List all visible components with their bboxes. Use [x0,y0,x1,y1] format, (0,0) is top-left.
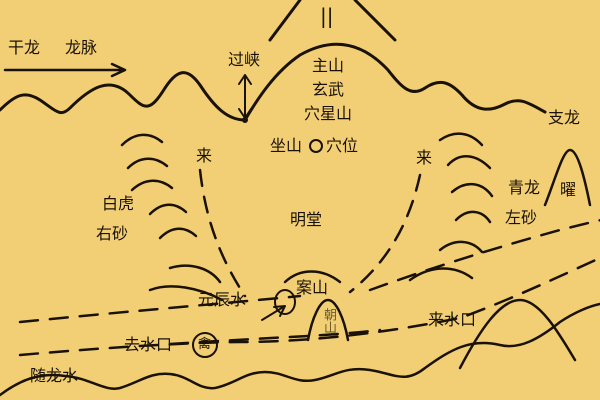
right-water-dashed [368,218,600,292]
bai-hu-hills [120,133,224,302]
qin-label: 禽 [198,337,212,352]
an-shan-label: 案山 [296,278,329,297]
chao-shan-label: 朝山 [321,308,336,334]
an-shan-hill [283,270,342,284]
water-line-mid [168,328,382,346]
zuo-shan-label: 坐山 [270,136,303,155]
water-line-upper [18,294,302,324]
chao-shan-hill [306,298,350,342]
gan-long-arrow [3,62,127,78]
zhi-long-label: 支龙 [548,108,581,127]
you-sha-label: 右砂 [96,224,129,243]
yuan-chen-shui-arrow [261,305,286,321]
lai-shui-kou-label: 来水口 [428,310,477,329]
qing-long-hills [408,132,494,282]
guo-xia-arrow [238,74,252,119]
guo-xia-label: 过峡 [228,50,261,69]
xue-wei-label: 穴位 [326,136,359,155]
xue-xing-shan-label: 穴星山 [304,104,353,123]
qu-shui-kou-label: 去水口 [124,335,173,354]
sui-long-shui-label: 随龙水 [30,366,79,385]
zhu-shan-label: 主山 [312,56,345,75]
lai-right-dashed [348,173,422,294]
yao-hill [543,148,592,207]
top-mark-label: || [320,4,334,28]
guo-xia-point [242,117,248,123]
water-line-lower [18,256,600,357]
qin-circle [192,332,218,358]
lai-right-label: 来 [416,148,433,167]
ming-tang-label: 明堂 [290,210,323,229]
bottom-right-hill [458,298,577,370]
bottom-ridge [0,302,600,397]
top-peak [268,0,397,42]
yuan-chen-shui-label: 元辰水 [198,290,247,309]
long-mai-label: 龙脉 [65,38,98,57]
gan-long-label: 干龙 [8,38,41,57]
yao-label: 曜 [560,180,577,199]
qing-long-label: 青龙 [508,178,541,197]
yuan-chen-shui-circle [274,289,296,315]
bai-hu-label: 白虎 [102,194,135,213]
xue-wei-circle [309,139,323,153]
lai-left-label: 来 [196,146,213,165]
xuan-wu-label: 玄武 [312,80,345,99]
lai-left-dashed [198,168,247,298]
zuo-sha-label: 左砂 [505,208,538,227]
